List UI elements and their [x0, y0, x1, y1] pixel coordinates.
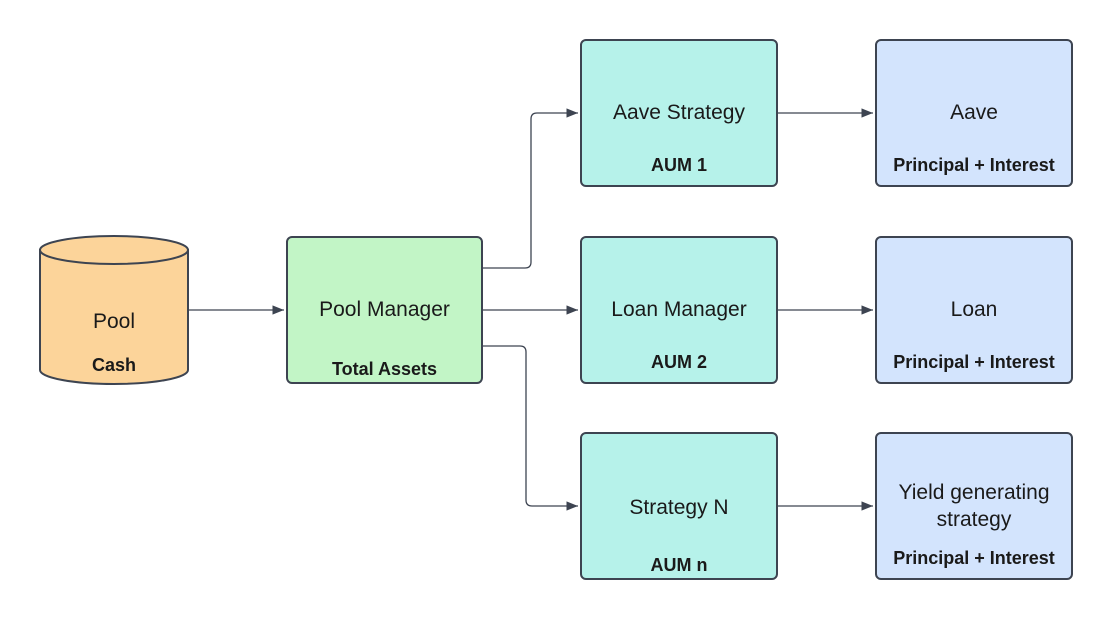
pool-manager-subtitle: Total Assets [331, 359, 438, 379]
aave-strategy-node: Aave Strategy AUM 1 [580, 39, 778, 187]
strategy-aum: AUM n [650, 555, 708, 575]
strategy-aum: AUM 2 [650, 352, 707, 372]
strategy-title: Strategy N [629, 496, 729, 519]
loan-manager-node: Loan Manager AUM 2 [580, 236, 778, 384]
strategy-title: Aave Strategy [613, 101, 745, 124]
pool-manager-title: Pool Manager [319, 298, 450, 321]
yield-strategy-node: Yield generating strategy Principal + In… [875, 432, 1073, 580]
destination-title: Loan [950, 298, 998, 321]
strategy-title: Loan Manager [611, 298, 747, 321]
aave-node: Aave Principal + Interest [875, 39, 1073, 187]
loan-node: Loan Principal + Interest [875, 236, 1073, 384]
destination-subtitle: Principal + Interest [893, 352, 1055, 372]
pool-subtitle: Cash [91, 355, 136, 375]
pool-title: Pool [92, 310, 136, 333]
strategy-aum: AUM 1 [650, 155, 707, 175]
pool-manager-node: Pool Manager Total Assets [286, 236, 483, 384]
destination-title: Yield generating strategy [898, 481, 1050, 531]
destination-title: Aave [950, 101, 998, 124]
arrow-manager-to-aave-strategy [483, 108, 578, 269]
destination-subtitle: Principal + Interest [893, 155, 1055, 175]
pool-cylinder [39, 235, 189, 385]
arrow-manager-to-strategy-n [475, 345, 578, 511]
strategy-n-node: Strategy N AUM n [580, 432, 778, 580]
destination-subtitle: Principal + Interest [893, 548, 1055, 568]
